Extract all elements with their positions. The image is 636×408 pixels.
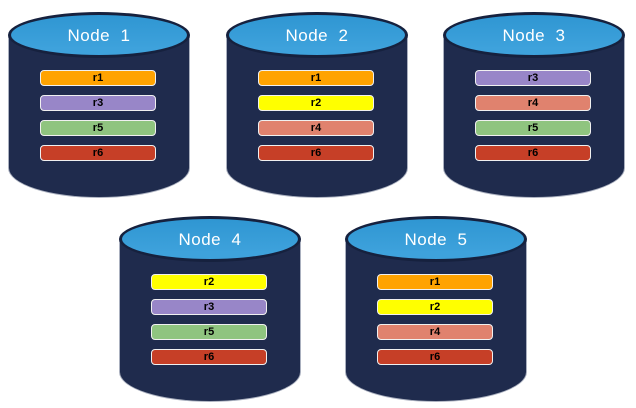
node-title: Node 2 xyxy=(285,26,349,45)
shard-bar: r6 xyxy=(258,145,374,161)
shard-bar: r1 xyxy=(377,274,493,290)
database-cylinder-top: Node 5 xyxy=(345,216,527,262)
shard-bar: r5 xyxy=(475,120,591,136)
shard-bar: r5 xyxy=(151,324,267,340)
shard-bar: r1 xyxy=(258,70,374,86)
database-cylinder-top: Node 4 xyxy=(119,216,301,262)
node-4-cylinder: Node 4 r2 r3 r5 r6 xyxy=(119,216,301,402)
shard-bar: r3 xyxy=(40,95,156,111)
database-cylinder-top: Node 1 xyxy=(8,12,190,58)
shard-bar: r6 xyxy=(377,349,493,365)
shard-bar: r4 xyxy=(377,324,493,340)
shard-bar: r1 xyxy=(40,70,156,86)
shard-bar: r3 xyxy=(475,70,591,86)
database-cylinder-body xyxy=(443,35,625,198)
shard-list: r1 r2 r4 r6 xyxy=(377,274,493,365)
shard-list: r1 r3 r5 r6 xyxy=(40,70,156,161)
node-3-cylinder: Node 3 r3 r4 r5 r6 xyxy=(443,12,625,198)
shard-list: r3 r4 r5 r6 xyxy=(475,70,591,161)
database-cylinder-top: Node 2 xyxy=(226,12,408,58)
shard-bar: r2 xyxy=(258,95,374,111)
node-title: Node 5 xyxy=(404,230,468,249)
shard-bar: r2 xyxy=(377,299,493,315)
shard-bar: r3 xyxy=(151,299,267,315)
shard-bar: r5 xyxy=(40,120,156,136)
database-cylinder-body xyxy=(345,239,527,402)
database-cylinder-body xyxy=(8,35,190,198)
node-5-cylinder: Node 5 r1 r2 r4 r6 xyxy=(345,216,527,402)
shard-bar: r6 xyxy=(40,145,156,161)
node-2-cylinder: Node 2 r1 r2 r4 r6 xyxy=(226,12,408,198)
shard-bar: r6 xyxy=(475,145,591,161)
database-cylinder-body xyxy=(226,35,408,198)
database-cylinder-top: Node 3 xyxy=(443,12,625,58)
node-title: Node 4 xyxy=(178,230,242,249)
node-title: Node 3 xyxy=(502,26,566,45)
shard-bar: r2 xyxy=(151,274,267,290)
database-cylinder-body xyxy=(119,239,301,402)
shard-list: r2 r3 r5 r6 xyxy=(151,274,267,365)
shard-bar: r4 xyxy=(258,120,374,136)
node-title: Node 1 xyxy=(67,26,131,45)
shard-bar: r4 xyxy=(475,95,591,111)
shard-list: r1 r2 r4 r6 xyxy=(258,70,374,161)
shard-bar: r6 xyxy=(151,349,267,365)
node-1-cylinder: Node 1 r1 r3 r5 r6 xyxy=(8,12,190,198)
